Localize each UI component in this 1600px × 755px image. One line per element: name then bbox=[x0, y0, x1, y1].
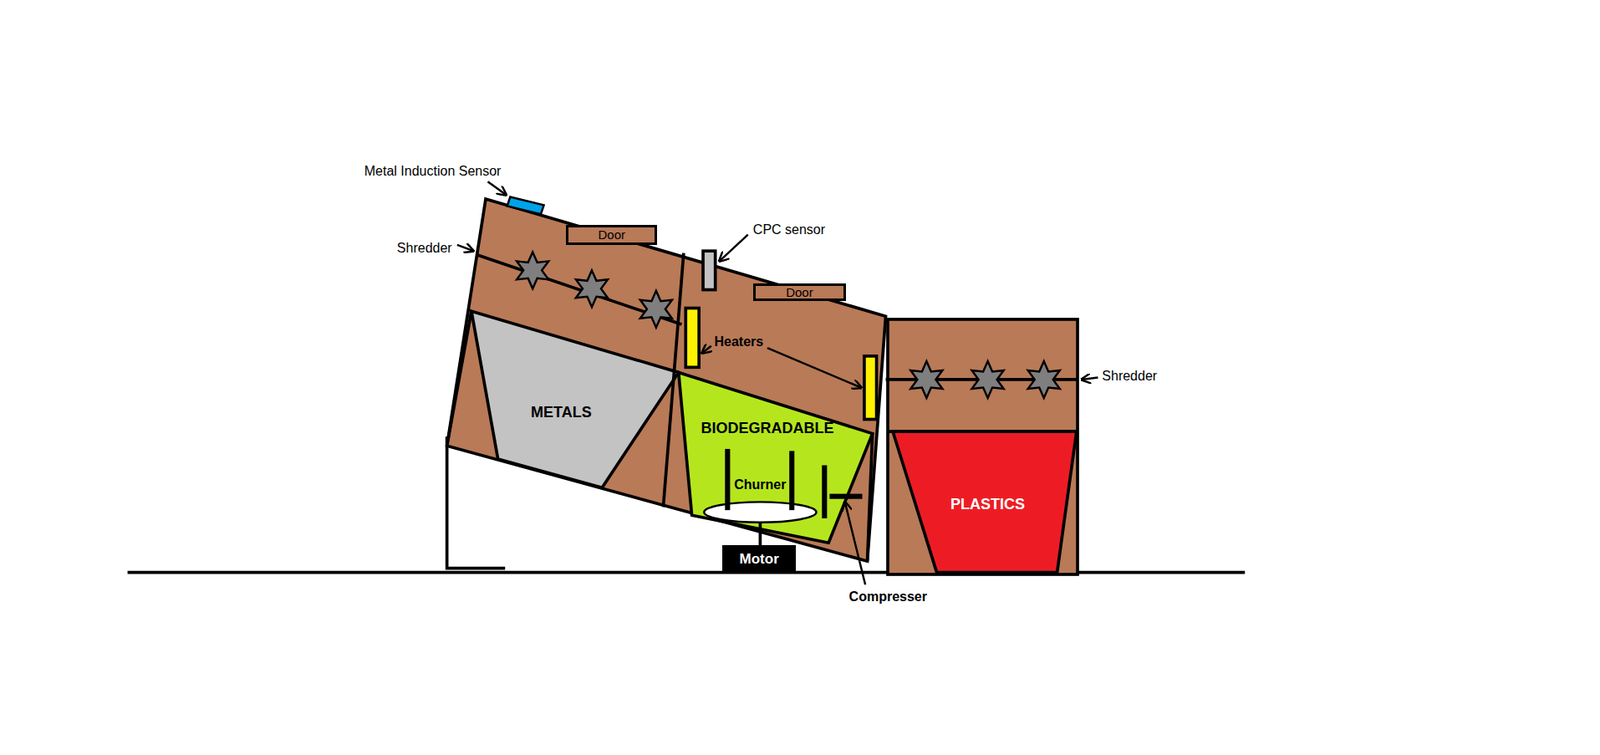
part-label: Shredder bbox=[1101, 368, 1157, 384]
shredder-blade bbox=[1028, 361, 1060, 398]
door-panel: Door bbox=[565, 224, 658, 245]
shredder-blade bbox=[640, 290, 673, 328]
biodegradable-compartment: BIODEGRADABLE bbox=[695, 417, 839, 439]
node-text: BIODEGRADABLE bbox=[700, 419, 834, 438]
shredder-blade bbox=[575, 270, 608, 307]
node-text: Door bbox=[785, 285, 814, 300]
node-text: Motor bbox=[739, 550, 780, 568]
plastics-compartment: PLASTICS bbox=[945, 494, 1030, 515]
node-text: METALS bbox=[530, 403, 592, 422]
node-text: Door bbox=[598, 227, 627, 242]
part-label: CPC sensor bbox=[753, 222, 826, 238]
motor-box: Motor bbox=[722, 545, 796, 574]
part-label: Heaters bbox=[713, 334, 764, 350]
part-label: Compresser bbox=[849, 589, 928, 605]
shredder-blade bbox=[972, 361, 1004, 398]
part-label: Shredder bbox=[397, 240, 453, 256]
part-label: Churner bbox=[733, 477, 786, 493]
metals-compartment: METALS bbox=[525, 402, 597, 423]
shredder-blade bbox=[516, 251, 549, 289]
part-label: Metal Induction Sensor bbox=[364, 163, 502, 179]
shredder-blade bbox=[910, 361, 943, 398]
door-panel: Door bbox=[753, 283, 846, 301]
node-text: PLASTICS bbox=[950, 495, 1025, 514]
